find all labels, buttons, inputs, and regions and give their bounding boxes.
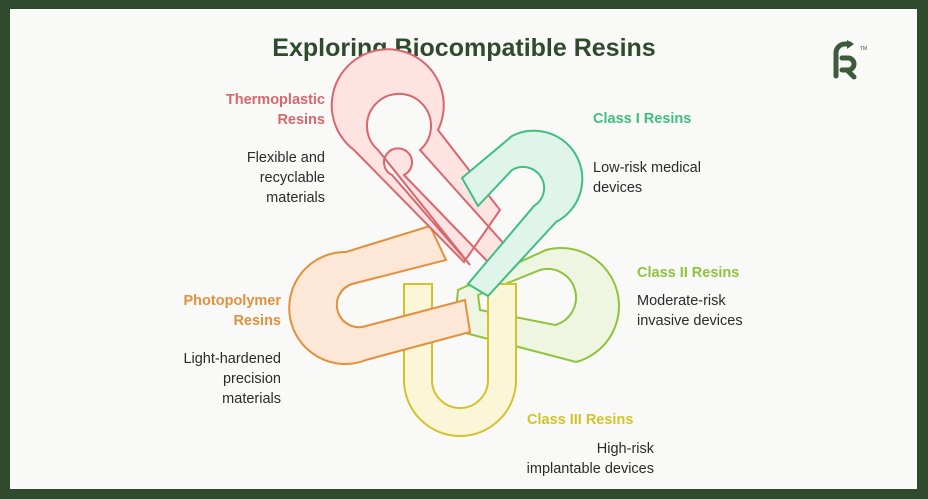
photopolymer-description: Light-hardened precision materials xyxy=(183,351,281,407)
thermoplastic-loop xyxy=(330,48,507,266)
class-i-description: Low-risk medical devices xyxy=(593,160,701,196)
class-iii-description: High-risk implantable devices xyxy=(526,441,654,477)
page-title: Exploring Biocompatible Resins xyxy=(272,34,656,62)
brand-r-logo-icon: TM xyxy=(833,40,867,80)
class-iii-title: Class III Resins xyxy=(527,412,634,428)
class-ii-description: Moderate-risk invasive devices xyxy=(637,293,743,329)
class-i-title: Class I Resins xyxy=(593,111,692,127)
photopolymer-title: Photopolymer Resins xyxy=(183,293,281,329)
class-i-loop xyxy=(460,129,584,298)
thermoplastic-description: Flexible and recyclable materials xyxy=(246,150,325,206)
svg-text:TM: TM xyxy=(860,46,867,52)
thermoplastic-title: Thermoplastic Resins xyxy=(225,92,325,128)
class-ii-title: Class II Resins xyxy=(637,265,740,281)
photopolymer-loop xyxy=(288,224,472,365)
class-ii-loop xyxy=(452,247,620,364)
